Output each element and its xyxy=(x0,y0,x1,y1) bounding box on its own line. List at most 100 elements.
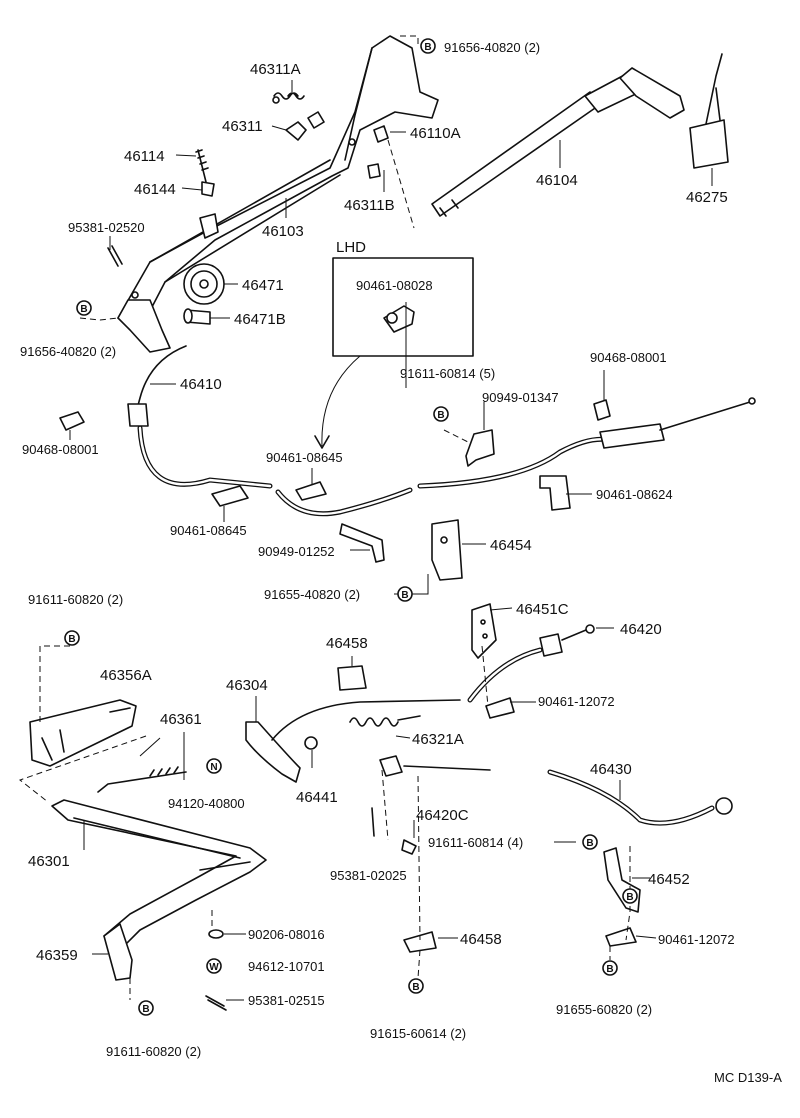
lever-rod-46104 xyxy=(431,67,685,217)
label-46311B: 46311B xyxy=(344,197,395,214)
label-90949-01347: 90949-01347 xyxy=(482,390,559,405)
label-46103: 46103 xyxy=(262,223,304,240)
label-46430: 46430 xyxy=(590,761,632,778)
label-90468-08001-right: 90468-08001 xyxy=(590,350,667,365)
bracket-46458-bottom xyxy=(403,931,437,953)
label-46311: 46311 xyxy=(222,118,263,135)
label-46420: 46420 xyxy=(620,621,662,638)
label-91611-60814-5: 91611-60814 (5) xyxy=(400,366,495,381)
label-91656-40820-left: 91656-40820 (2) xyxy=(20,344,116,359)
label-90461-08028: 90461-08028 xyxy=(356,278,433,293)
label-46454: 46454 xyxy=(490,537,532,554)
cable-46430 xyxy=(379,755,733,826)
clamp-90461-08645-low xyxy=(211,485,249,507)
nut-46441 xyxy=(304,736,318,750)
diagram-code: MC D139-A xyxy=(714,1070,782,1085)
label-46410: 46410 xyxy=(180,376,222,393)
clip-46311 xyxy=(285,111,325,141)
symbol-b-text: B xyxy=(142,1004,149,1015)
pin-95381-02025 xyxy=(371,807,375,837)
symbol-b-46452: B xyxy=(622,888,638,904)
symbol-b-text: B xyxy=(68,634,75,645)
symbol-b-91615: B xyxy=(408,978,424,994)
pulley-46471 xyxy=(183,263,225,305)
label-46420C: 46420C xyxy=(416,807,469,824)
bracket-90461-08624 xyxy=(539,475,571,511)
label-90461-12072-top: 90461-12072 xyxy=(538,694,615,709)
rod-46361 xyxy=(97,766,187,793)
label-94612-10701: 94612-10701 xyxy=(248,959,325,974)
spring-46311A xyxy=(272,92,305,104)
symbol-n: N xyxy=(206,758,222,774)
label-46304: 46304 xyxy=(226,677,268,694)
label-46356A: 46356A xyxy=(100,667,152,684)
symbol-b-text: B xyxy=(401,590,408,601)
bracket-90949-01347 xyxy=(465,429,495,467)
bracket-90949-01252 xyxy=(339,523,385,563)
label-91611-60820-bottom: 91611-60820 (2) xyxy=(106,1044,201,1059)
label-46311A: 46311A xyxy=(250,61,301,78)
label-90461-08645-low: 90461-08645 xyxy=(170,523,247,538)
lhd-inset xyxy=(314,257,474,449)
label-90461-12072-bottom: 90461-12072 xyxy=(658,932,735,947)
label-46452: 46452 xyxy=(648,871,690,888)
label-95381-02025: 95381-02025 xyxy=(330,868,407,883)
label-95381-02515: 95381-02515 xyxy=(248,993,325,1008)
pin-46311B xyxy=(367,163,381,179)
clamp-90468-08001-left xyxy=(59,411,85,431)
washer-90206-08016 xyxy=(208,929,224,939)
label-lhd: LHD xyxy=(336,239,366,256)
main-cable xyxy=(275,397,756,517)
lever-bracket-46103 xyxy=(117,35,439,353)
bracket-46452 xyxy=(603,847,641,913)
clamp-90461-12072-bottom xyxy=(605,927,637,947)
bracket-46458-top xyxy=(337,665,367,691)
cotter-pin-95381-02520 xyxy=(107,245,123,267)
clamp-90461-12072-top xyxy=(485,697,515,719)
clamp-90468-08001-right xyxy=(593,399,611,421)
label-46361: 46361 xyxy=(160,711,202,728)
clamp-90461-08645-mid xyxy=(295,481,327,501)
symbol-b-91655-40820: B xyxy=(397,586,413,602)
label-46321A: 46321A xyxy=(412,731,464,748)
spring-46321A xyxy=(349,715,421,727)
label-46114: 46114 xyxy=(124,148,165,165)
label-46458-bottom: 46458 xyxy=(460,931,502,948)
label-46471: 46471 xyxy=(242,277,284,294)
pin-46471B xyxy=(183,308,211,325)
symbol-w: W xyxy=(206,958,222,974)
symbol-b-left: B xyxy=(76,300,92,316)
pin-46114 xyxy=(195,149,215,197)
lever-46301 xyxy=(51,799,267,951)
label-95381-02520: 95381-02520 xyxy=(68,220,145,235)
part-labels: 91656-40820 (2) 46311A 46311 46110A 4611… xyxy=(20,40,782,1085)
label-46458-top: 46458 xyxy=(326,635,368,652)
dashed-lines xyxy=(18,35,631,1000)
label-94120-40800: 94120-40800 xyxy=(168,796,245,811)
symbol-b-text: B xyxy=(412,982,419,993)
label-46104: 46104 xyxy=(536,172,578,189)
symbol-b-91611-5: B xyxy=(433,406,449,422)
front-cable-46410 xyxy=(127,345,273,489)
label-90461-08645-mid: 90461-08645 xyxy=(266,450,343,465)
pin-46420C xyxy=(401,839,417,855)
label-91655-40820: 91655-40820 (2) xyxy=(264,587,360,602)
label-90949-01252: 90949-01252 xyxy=(258,544,335,559)
label-46110A: 46110A xyxy=(410,125,461,142)
symbol-b-text: B xyxy=(80,304,87,315)
label-91611-60820-top: 91611-60820 (2) xyxy=(28,592,123,607)
label-46451C: 46451C xyxy=(516,601,569,618)
label-90206-08016: 90206-08016 xyxy=(248,927,325,942)
symbol-b-text: B xyxy=(437,410,444,421)
equalizer-46304 xyxy=(245,721,301,783)
symbol-b-91611-60820-bot: B xyxy=(138,1000,154,1016)
label-90468-08001-left: 90468-08001 xyxy=(22,442,99,457)
bracket-46359 xyxy=(103,923,133,981)
bracket-46454 xyxy=(431,519,463,581)
symbol-b-91655-60820: B xyxy=(602,960,618,976)
cover-46356A xyxy=(29,699,137,767)
label-91615-60614: 91615-60614 (2) xyxy=(370,1026,466,1041)
symbol-n-text: N xyxy=(210,762,217,773)
label-46144: 46144 xyxy=(134,181,176,198)
